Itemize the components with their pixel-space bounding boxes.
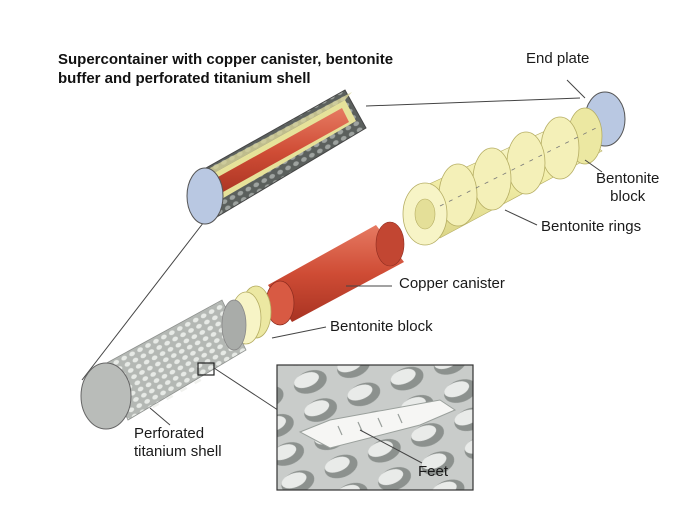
leader-line-shell-link (81, 217, 208, 381)
leader-end-plate (566, 79, 586, 99)
label-titanium-shell: Perforated titanium shell (134, 425, 222, 461)
zoom-inset (276, 364, 474, 491)
leader-bentonite-block-top (584, 159, 603, 173)
title-line-1: Supercontainer with copper canister, ben… (58, 51, 394, 68)
diagram-title: Supercontainer with copper canister, ben… (58, 50, 393, 88)
leader-bentonite-rings (504, 209, 538, 226)
titanium-shell (80, 299, 247, 430)
bentonite-rings (402, 107, 603, 246)
leader-titanium-shell (149, 407, 171, 426)
label-titanium-shell-line-1: Perforated (134, 425, 205, 442)
zoom-marker-square (197, 362, 215, 376)
copper-canister (265, 221, 405, 326)
label-bentonite-block-top-line-1: Bentonite (596, 170, 660, 187)
leader-bentonite-block-bottom (271, 326, 327, 339)
supercontainer-cutaway (186, 89, 367, 225)
feet-shape (298, 399, 457, 449)
label-bentonite-rings: Bentonite rings (541, 218, 642, 235)
label-end-plate: End plate (526, 50, 590, 67)
label-titanium-shell-line-2: titanium shell (134, 443, 222, 460)
leader-feet (359, 429, 423, 464)
label-copper-canister: Copper canister (399, 275, 505, 292)
label-bentonite-block-bottom: Bentonite block (330, 318, 433, 335)
end-plate-top-left (186, 167, 224, 225)
label-feet: Feet (418, 463, 449, 480)
title-line-2: buffer and perforated titanium shell (58, 70, 311, 87)
label-bentonite-block-top-line-2: block (610, 188, 646, 205)
label-bentonite-block-top: Bentonite block (596, 170, 659, 206)
leader-line-title (365, 97, 581, 107)
